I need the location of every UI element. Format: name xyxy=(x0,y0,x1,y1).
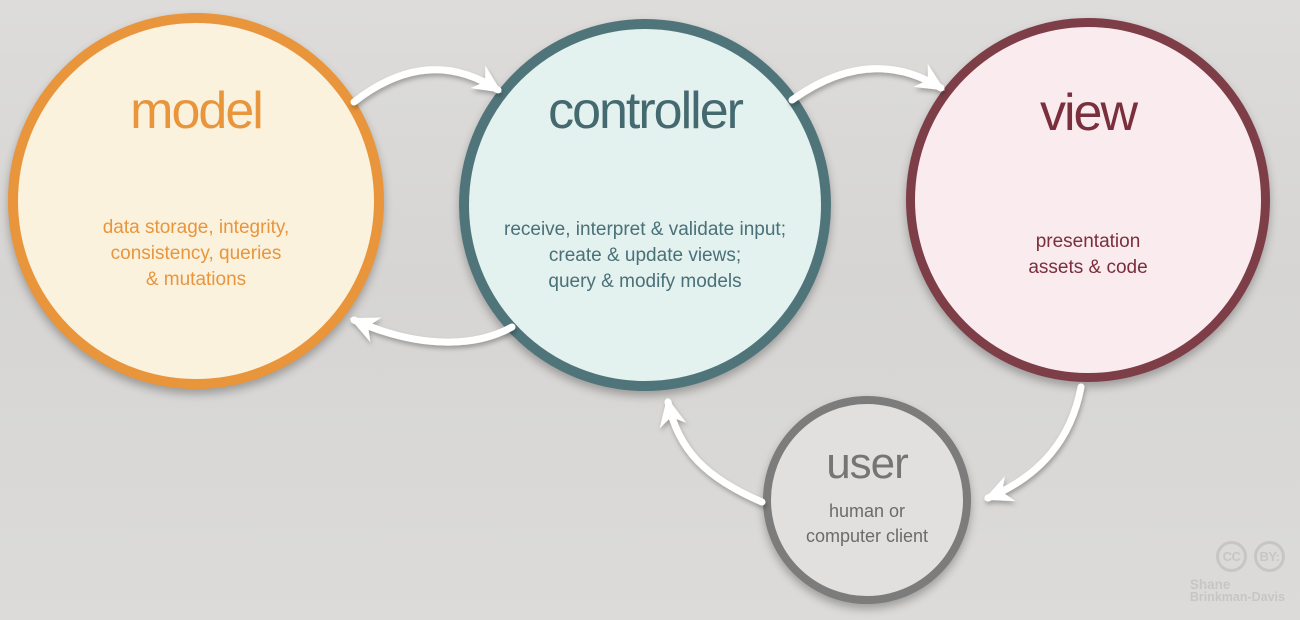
arrow-controller-to-model xyxy=(349,316,516,346)
arrow-view-to-user xyxy=(983,383,1085,502)
view-title: view xyxy=(1039,84,1138,142)
user-description: human or computer client xyxy=(771,499,963,549)
view-node: view presentation assets & code xyxy=(906,18,1270,382)
model-description: data storage, integrity, consistency, qu… xyxy=(18,215,374,293)
model-description-line: & mutations xyxy=(145,269,247,290)
by-icon: BY: xyxy=(1254,541,1285,572)
view-description-line: presentation xyxy=(1035,231,1141,252)
controller-node: controller receive, interpret & validate… xyxy=(459,19,831,391)
model-node: model data storage, integrity, consisten… xyxy=(8,13,384,389)
user-node: user human or computer client xyxy=(763,396,971,604)
controller-description-line: receive, interpret & validate input; xyxy=(504,219,786,240)
author-credit: Shane Brinkman-Davis xyxy=(1189,577,1285,604)
controller-description-line: query & modify models xyxy=(548,271,742,292)
arrow-user-to-controller xyxy=(659,397,766,506)
view-description: presentation assets & code xyxy=(915,229,1261,281)
controller-description: receive, interpret & validate input; cre… xyxy=(469,217,821,295)
model-title: model xyxy=(130,82,264,140)
controller-description-line: create & update views; xyxy=(548,245,742,266)
cc-icon: CC xyxy=(1216,541,1247,572)
cc-by-watermark: CC BY: Shane Brinkman-Davis xyxy=(1190,541,1285,604)
author-credit-line: Brinkman-Davis xyxy=(1189,590,1285,604)
user-description-line: computer client xyxy=(805,526,929,546)
cc-by-icons: CC BY: xyxy=(1190,541,1285,572)
model-description-line: data storage, integrity, xyxy=(102,217,290,238)
view-description-line: assets & code xyxy=(1028,257,1148,278)
controller-title: controller xyxy=(548,82,744,140)
author-credit-line: Shane xyxy=(1189,577,1231,592)
user-title: user xyxy=(826,439,909,488)
user-description-line: human or xyxy=(828,501,906,521)
model-description-line: consistency, queries xyxy=(110,243,282,264)
